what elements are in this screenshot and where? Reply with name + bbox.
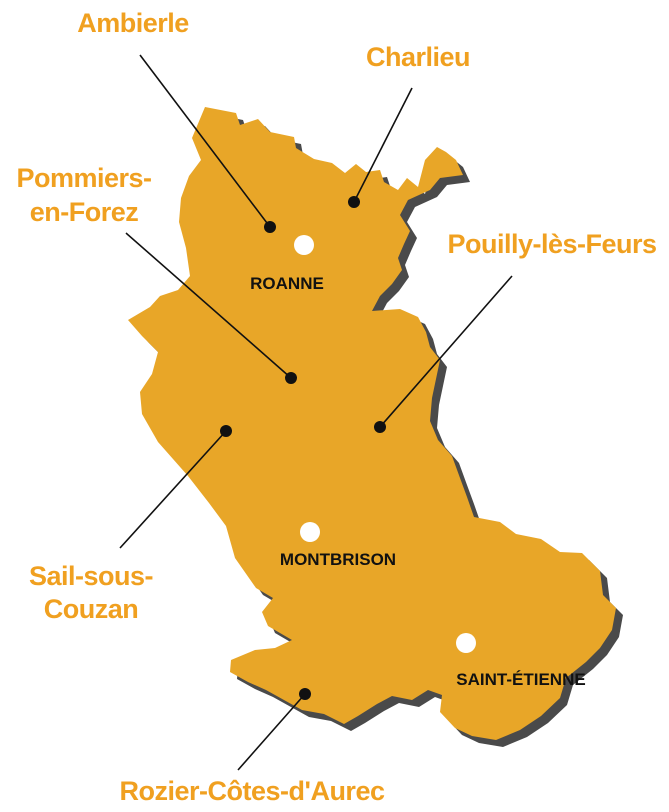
callout-pouilly: Pouilly-lès-Feurs <box>447 229 656 259</box>
leader-line-charlieu <box>353 87 413 203</box>
marker-sail <box>220 425 232 437</box>
leader-line-pommiers <box>125 232 292 379</box>
marker-pouilly <box>374 421 386 433</box>
callout-labels: Ambierle Charlieu Pommiers- en-Forez Pou… <box>16 8 657 806</box>
marker-saint-etienne <box>456 633 476 653</box>
callout-sail-line-1: Sail-sous- <box>29 561 153 591</box>
marker-charlieu <box>348 196 360 208</box>
region-shape <box>128 107 616 740</box>
marker-roanne <box>294 235 314 255</box>
marker-montbrison <box>300 522 320 542</box>
callout-pommiers-line-2: en-Forez <box>30 197 139 227</box>
callout-pommiers-line-1: Pommiers- <box>16 163 151 193</box>
leader-lines <box>119 54 513 771</box>
city-labels: ROANNE MONTBRISON SAINT-ÉTIENNE <box>250 274 586 689</box>
callout-charlieu: Charlieu <box>366 42 470 72</box>
village-markers <box>220 196 386 700</box>
leader-line-ambierle <box>139 54 271 228</box>
marker-pommiers <box>285 372 297 384</box>
leader-line-rozier <box>237 693 306 771</box>
callout-sail-line-2: Couzan <box>44 594 139 624</box>
leader-line-pouilly <box>379 275 513 428</box>
city-markers <box>294 235 476 653</box>
marker-ambierle <box>264 221 276 233</box>
marker-rozier <box>299 688 311 700</box>
callout-rozier: Rozier-Côtes-d'Aurec <box>120 776 385 806</box>
leader-line-sail <box>119 430 227 549</box>
city-label-saint-etienne: SAINT-ÉTIENNE <box>456 670 585 689</box>
city-label-montbrison: MONTBRISON <box>280 550 396 569</box>
city-label-roanne: ROANNE <box>250 274 324 293</box>
callout-ambierle: Ambierle <box>77 8 189 38</box>
